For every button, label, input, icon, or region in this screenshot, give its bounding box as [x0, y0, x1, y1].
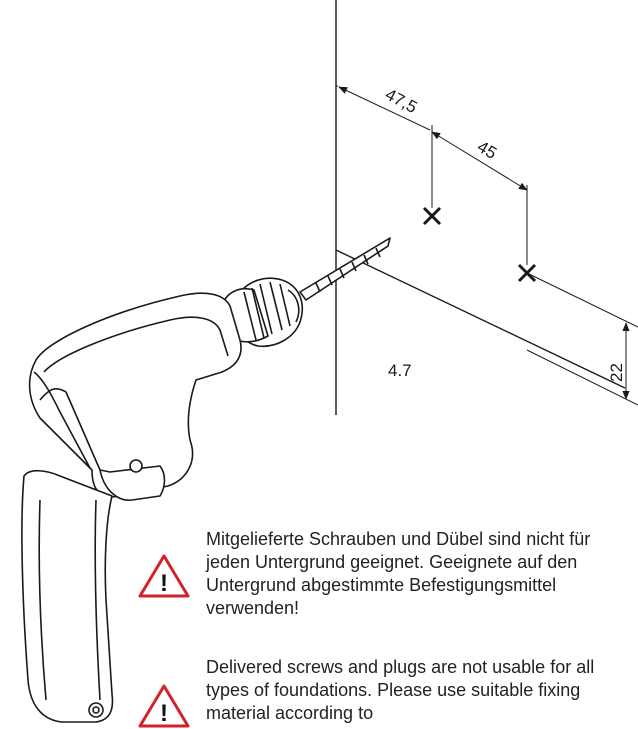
- warning-text-german: Mitgelieferte Schrauben und Dübel sind n…: [206, 529, 591, 618]
- drill-body: [28, 292, 242, 498]
- warning-exclamation: !: [160, 700, 168, 727]
- dimension-label-47-5: 47,5: [382, 85, 420, 117]
- drill-bit: [299, 237, 391, 301]
- drill-chuck: [219, 277, 304, 347]
- drill-size-label: 4.7: [388, 361, 412, 380]
- warning-text-english: Delivered screws and plugs are not usabl…: [206, 657, 595, 723]
- dimension-edge-to-hole: [336, 85, 528, 265]
- dimension-label-45: 45: [474, 137, 500, 163]
- wall-bottom-edge: [335, 249, 626, 389]
- dimension-height: [526, 272, 638, 406]
- dimension-line-45: [431, 131, 528, 191]
- warning-triangle-icon: !: [138, 554, 190, 598]
- wall-outline: [335, 0, 626, 415]
- warning-exclamation: !: [160, 570, 168, 597]
- dimension-line-47-5: [338, 86, 431, 131]
- extension-line-bottom-level: [526, 349, 638, 406]
- extension-line-hole-2-level: [526, 272, 638, 328]
- dimension-label-22: 22: [607, 363, 626, 382]
- drill-handle: [21, 469, 114, 723]
- cross-mark-icon: [422, 206, 442, 226]
- warning-triangle-icon: !: [138, 684, 190, 728]
- drill-trigger: [99, 465, 166, 501]
- power-drill-icon: [21, 237, 391, 723]
